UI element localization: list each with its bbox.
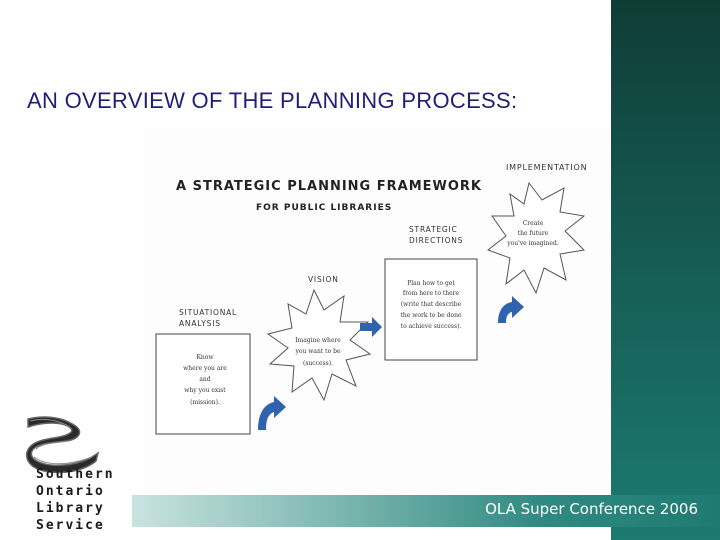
vision-body-line: (success). <box>303 360 333 367</box>
strategic-directions-body-line: Plan how to get <box>407 280 455 287</box>
implementation-label: IMPLEMENTATION <box>506 163 587 172</box>
situational-analysis-label-line2: ANALYSIS <box>179 319 221 328</box>
strategic-directions-box <box>384 258 478 361</box>
implementation-burst <box>486 181 586 295</box>
sols-s-logo-icon <box>25 416 100 474</box>
strategic-directions-body-line: from here to there <box>403 290 460 297</box>
implementation-body-line: you've imagined. <box>506 240 559 247</box>
logo-text-line: Ontario <box>36 484 105 499</box>
situational-analysis-body-line: (mission). <box>190 399 220 406</box>
implementation-body-line: Create <box>523 220 544 227</box>
strategic-directions-body-line: the work to be done <box>401 312 462 319</box>
strategic-directions-label-line2: DIRECTIONS <box>409 236 463 245</box>
situational-analysis-body-line: why you exist <box>184 387 226 394</box>
arrow-to-vision <box>258 396 286 430</box>
side-color-bar <box>611 0 720 540</box>
vision-label: VISION <box>308 275 339 284</box>
vision-body-line: you want to be <box>295 348 341 355</box>
framework-subheading: FOR PUBLIC LIBRARIES <box>256 203 392 213</box>
vision-burst <box>266 288 372 402</box>
framework-heading: A STRATEGIC PLANNING FRAMEWORK <box>176 179 482 194</box>
footer-text: OLA Super Conference 2006 <box>485 500 698 518</box>
planning-framework-figure: A STRATEGIC PLANNING FRAMEWORK FOR PUBLI… <box>144 128 611 493</box>
strategic-directions-body-line: to achieve success). <box>401 323 462 330</box>
footer-bar: OLA Super Conference 2006 <box>132 495 720 527</box>
implementation-body-line: the future <box>518 230 549 237</box>
logo-text-line: Southern <box>36 467 115 482</box>
situational-analysis-body-line: Know <box>196 354 214 361</box>
logo-text-line: Service <box>36 518 105 533</box>
arrow-to-strategic-directions <box>360 317 382 337</box>
logo-text-line: Library <box>36 501 105 516</box>
situational-analysis-body-line: where you are <box>183 365 227 372</box>
sols-logo <box>0 405 132 540</box>
situational-analysis-body-line: and <box>199 376 210 383</box>
slide-title: AN OVERVIEW OF THE PLANNING PROCESS: <box>27 88 518 113</box>
situational-analysis-label-line1: SITUATIONAL <box>179 308 237 317</box>
vision-body-line: Imagine where <box>295 337 341 344</box>
situational-analysis-box <box>155 333 251 435</box>
sols-logo-text: Southern Ontario Library Service <box>36 466 115 534</box>
strategic-directions-label-line1: STRATEGIC <box>409 225 458 234</box>
strategic-directions-body-line: (write that describe <box>401 301 462 308</box>
arrow-to-implementation <box>498 296 524 323</box>
